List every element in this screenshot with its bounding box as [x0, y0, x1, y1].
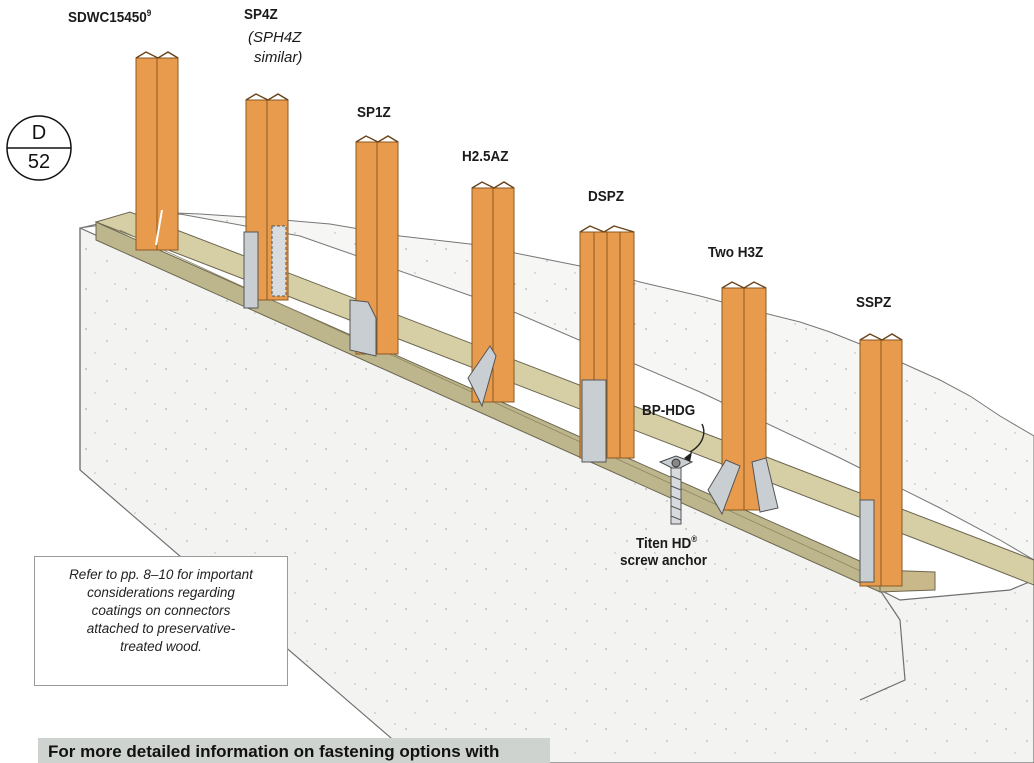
label-titen: Titen HD® — [636, 534, 697, 552]
coating-note-text: Refer to pp. 8–10 for important consider… — [41, 566, 281, 656]
label-titen-text: Titen HD — [636, 535, 692, 552]
stud-sp4z — [243, 93, 289, 309]
label-sp4z: SP4Z — [244, 6, 278, 23]
label-sp4z-note-1: (SPH4Z — [248, 29, 302, 46]
label-bphdg: BP-HDG — [642, 402, 696, 419]
stud-sp1z — [349, 135, 399, 357]
stud-two-h3z — [707, 281, 779, 516]
label-sdwc-superscript: 9 — [146, 8, 152, 18]
coating-note-box: Refer to pp. 8–10 for important consider… — [34, 556, 288, 686]
label-sp4z-note-2: similar) — [254, 49, 303, 66]
detail-reference-bubble: D 52 — [3, 112, 75, 184]
fastening-info-text: For more detailed information on fasteni… — [48, 742, 500, 761]
label-titen-registered: ® — [691, 534, 698, 544]
stud-sdwc — [135, 51, 179, 251]
detail-ref-number: 52 — [27, 151, 51, 173]
stud-dspz — [579, 225, 635, 463]
label-sdwc-text: SDWC15450 — [68, 9, 147, 26]
label-sp1z: SP1Z — [357, 104, 391, 121]
coating-note-line-4: attached to preservative- — [86, 621, 236, 636]
detail-ref-letter: D — [31, 122, 47, 144]
fastening-info-banner: For more detailed information on fasteni… — [38, 738, 550, 763]
coating-note-line-5: treated wood. — [120, 639, 202, 654]
label-h25az: H2.5AZ — [462, 148, 509, 165]
label-sspz: SSPZ — [856, 294, 892, 311]
label-sdwc: SDWC154509 — [68, 8, 151, 26]
footing-step — [859, 589, 906, 701]
coating-note-line-1: Refer to pp. 8–10 for important — [69, 567, 253, 582]
stud-h25az — [467, 181, 515, 408]
concrete-top-speckle — [80, 212, 1034, 560]
label-dspz: DSPZ — [588, 188, 625, 205]
coating-note-line-3: coatings on connectors — [91, 603, 231, 618]
coating-note-line-2: considerations regarding — [87, 585, 235, 600]
stud-sspz — [859, 333, 903, 587]
bearing-plate-anchor — [658, 423, 705, 525]
label-two-h3z: Two H3Z — [708, 244, 764, 261]
label-titen-line-2: screw anchor — [620, 552, 708, 569]
sill-plate-top — [94, 211, 1034, 586]
